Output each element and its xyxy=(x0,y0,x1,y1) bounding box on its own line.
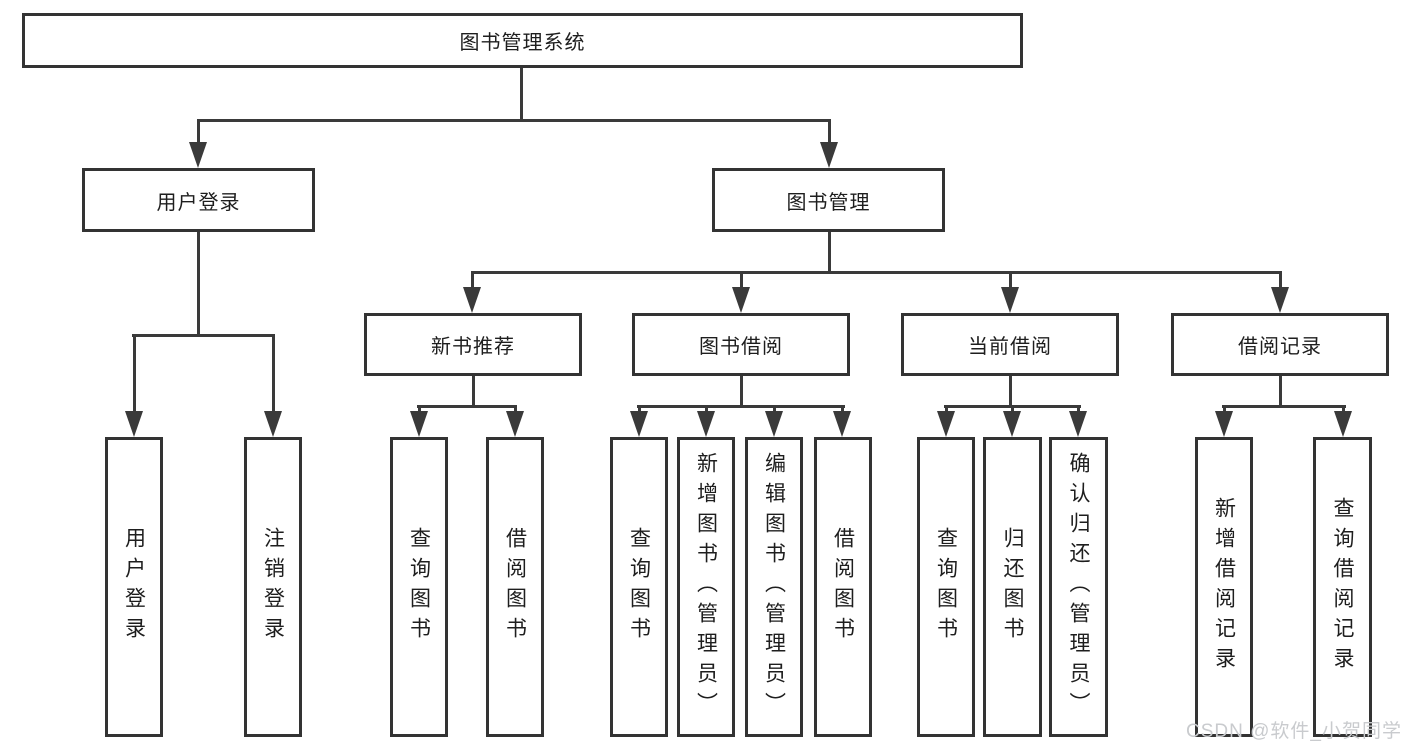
node-label: 用户登录 xyxy=(122,527,146,647)
connector-line xyxy=(132,334,136,416)
node-query-borrow-record: 查询借阅记录 xyxy=(1313,437,1372,737)
arrow-down-icon xyxy=(189,142,207,168)
node-label: 图书管理 xyxy=(786,191,871,214)
connector-line xyxy=(827,119,831,147)
arrow-down-icon xyxy=(630,411,648,437)
node-label: 新增图书（管理员） xyxy=(694,452,718,722)
node-label: 查询图书 xyxy=(934,527,958,647)
arrow-down-icon xyxy=(1003,411,1021,437)
connector-line xyxy=(739,271,743,293)
node-label: 图书管理系统 xyxy=(459,32,586,54)
node-user-login-leaf: 用户登录 xyxy=(105,437,163,737)
connector-line xyxy=(132,333,275,337)
watermark: CSDN @软件_小贺同学 xyxy=(1186,721,1402,742)
connector-line xyxy=(1278,271,1282,293)
node-borrow-book-2: 借阅图书 xyxy=(814,437,872,737)
arrow-down-icon xyxy=(937,411,955,437)
node-book-borrow: 图书借阅 xyxy=(632,313,850,376)
node-borrow-book-1: 借阅图书 xyxy=(486,437,544,737)
node-edit-book-admin: 编辑图书（管理员） xyxy=(745,437,803,737)
arrow-down-icon xyxy=(463,287,481,313)
node-label: 编辑图书（管理员） xyxy=(762,452,786,722)
node-root: 图书管理系统 xyxy=(22,13,1023,68)
connector-line xyxy=(1222,404,1346,408)
arrow-down-icon xyxy=(765,411,783,437)
node-label: 查询借阅记录 xyxy=(1331,497,1354,677)
node-add-borrow-record: 新增借阅记录 xyxy=(1195,437,1253,737)
node-label: 借阅图书 xyxy=(503,527,527,647)
arrow-down-icon xyxy=(264,411,282,437)
node-label: 查询图书 xyxy=(627,527,651,647)
node-label: 归还图书 xyxy=(1001,527,1024,647)
node-query-book-1: 查询图书 xyxy=(390,437,448,737)
arrow-down-icon xyxy=(1069,411,1087,437)
arrow-down-icon xyxy=(833,411,851,437)
connector-line xyxy=(637,404,845,408)
connector-line xyxy=(827,230,831,274)
connector-line xyxy=(739,374,743,408)
arrow-down-icon xyxy=(125,411,143,437)
node-label: 借阅图书 xyxy=(831,527,855,647)
arrow-down-icon xyxy=(1001,287,1019,313)
node-label: 注销登录 xyxy=(261,527,285,647)
arrow-down-icon xyxy=(506,411,524,437)
connector-line xyxy=(1008,374,1012,408)
node-new-book-rec: 新书推荐 xyxy=(364,313,582,376)
node-borrow-records: 借阅记录 xyxy=(1171,313,1389,376)
node-book-mgmt: 图书管理 xyxy=(712,168,945,232)
node-return-book: 归还图书 xyxy=(983,437,1042,737)
arrow-down-icon xyxy=(1271,287,1289,313)
node-query-book-2: 查询图书 xyxy=(610,437,668,737)
connector-line xyxy=(471,374,475,408)
node-label: 用户登录 xyxy=(156,191,241,214)
connector-line xyxy=(417,404,517,408)
node-label: 借阅记录 xyxy=(1238,336,1322,358)
node-add-book-admin: 新增图书（管理员） xyxy=(677,437,735,737)
connector-line xyxy=(1008,271,1012,293)
arrow-down-icon xyxy=(1215,411,1233,437)
arrow-down-icon xyxy=(1334,411,1352,437)
node-confirm-return-admin: 确认归还（管理员） xyxy=(1049,437,1108,737)
connector-line xyxy=(471,270,1282,274)
node-user-login: 用户登录 xyxy=(82,168,315,232)
connector-line xyxy=(470,271,474,293)
node-label: 图书借阅 xyxy=(699,336,783,358)
arrow-down-icon xyxy=(410,411,428,437)
node-label: 新增借阅记录 xyxy=(1212,497,1236,677)
node-logout: 注销登录 xyxy=(244,437,302,737)
connector-line xyxy=(197,118,831,122)
connector-line xyxy=(196,119,200,147)
arrow-down-icon xyxy=(697,411,715,437)
arrow-down-icon xyxy=(820,142,838,168)
node-label: 新书推荐 xyxy=(431,336,515,358)
arrow-down-icon xyxy=(732,287,750,313)
node-current-borrow: 当前借阅 xyxy=(901,313,1119,376)
node-query-book-3: 查询图书 xyxy=(917,437,975,737)
connector-line xyxy=(1278,374,1282,408)
node-label: 确认归还（管理员） xyxy=(1067,452,1090,722)
connector-line xyxy=(196,230,200,337)
connector-line xyxy=(519,66,523,122)
node-label: 查询图书 xyxy=(407,527,431,647)
node-label: 当前借阅 xyxy=(968,336,1052,358)
connector-line xyxy=(271,334,275,416)
